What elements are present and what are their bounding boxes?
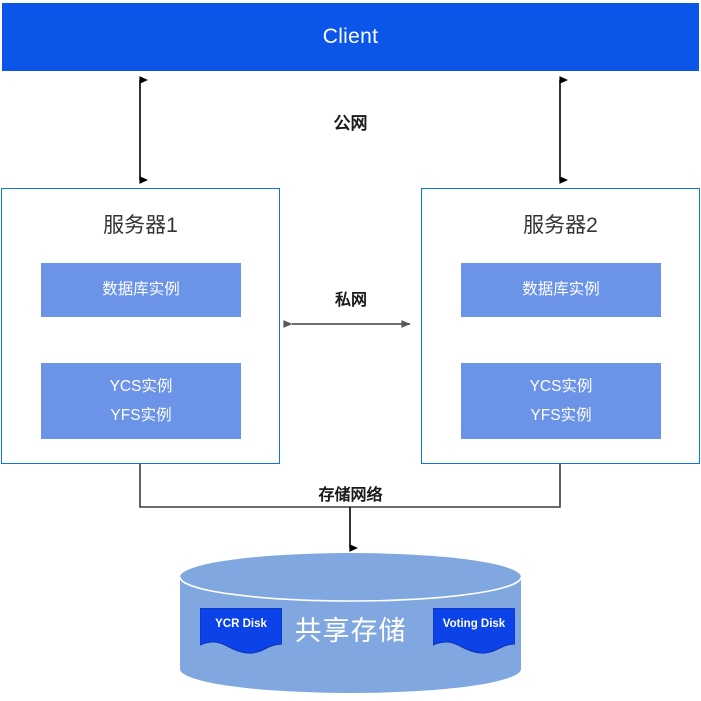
instance-label: YFS实例	[530, 407, 592, 424]
server-2-title: 服务器2	[523, 214, 598, 237]
client-label: Client	[322, 25, 379, 48]
server-2-ycs-yfs-instance[interactable]: YCS实例 YFS实例	[461, 363, 661, 439]
disk-shape-icon	[432, 607, 516, 654]
server-box-2[interactable]: 服务器2 数据库实例 YCS实例 YFS实例	[421, 188, 700, 464]
instance-label: YFS实例	[110, 407, 172, 424]
ycr-disk-badge[interactable]: YCR Disk	[199, 607, 283, 654]
storage-network-label: 存储网络	[318, 487, 383, 504]
cylinder-shape	[180, 553, 521, 693]
client-bar[interactable]: Client	[2, 3, 699, 71]
disk-shape-icon	[199, 607, 283, 654]
private-network-label: 私网	[334, 292, 367, 309]
shared-storage-cylinder[interactable]: YCR Disk Voting Disk 共享存储	[180, 553, 521, 693]
instance-label: 数据库实例	[102, 281, 180, 299]
server-2-database-instance[interactable]: 数据库实例	[461, 263, 661, 317]
storage-network-bracket	[139, 464, 561, 552]
public-network-label: 公网	[333, 114, 368, 133]
voting-disk-badge[interactable]: Voting Disk	[432, 607, 516, 654]
shared-storage-title: 共享存储	[294, 616, 407, 646]
voting-disk-label: Voting Disk	[442, 618, 506, 630]
instance-label: YCS实例	[109, 377, 173, 395]
server-1-database-instance[interactable]: 数据库实例	[41, 263, 241, 317]
ycr-disk-label: YCR Disk	[215, 618, 267, 630]
server-box-1[interactable]: 服务器1 数据库实例 YCS实例 YFS实例	[1, 188, 280, 464]
instance-label: 数据库实例	[522, 281, 600, 299]
server-1-title: 服务器1	[103, 214, 178, 237]
instance-label: YCS实例	[529, 377, 593, 395]
server-1-ycs-yfs-instance[interactable]: YCS实例 YFS实例	[41, 363, 241, 439]
